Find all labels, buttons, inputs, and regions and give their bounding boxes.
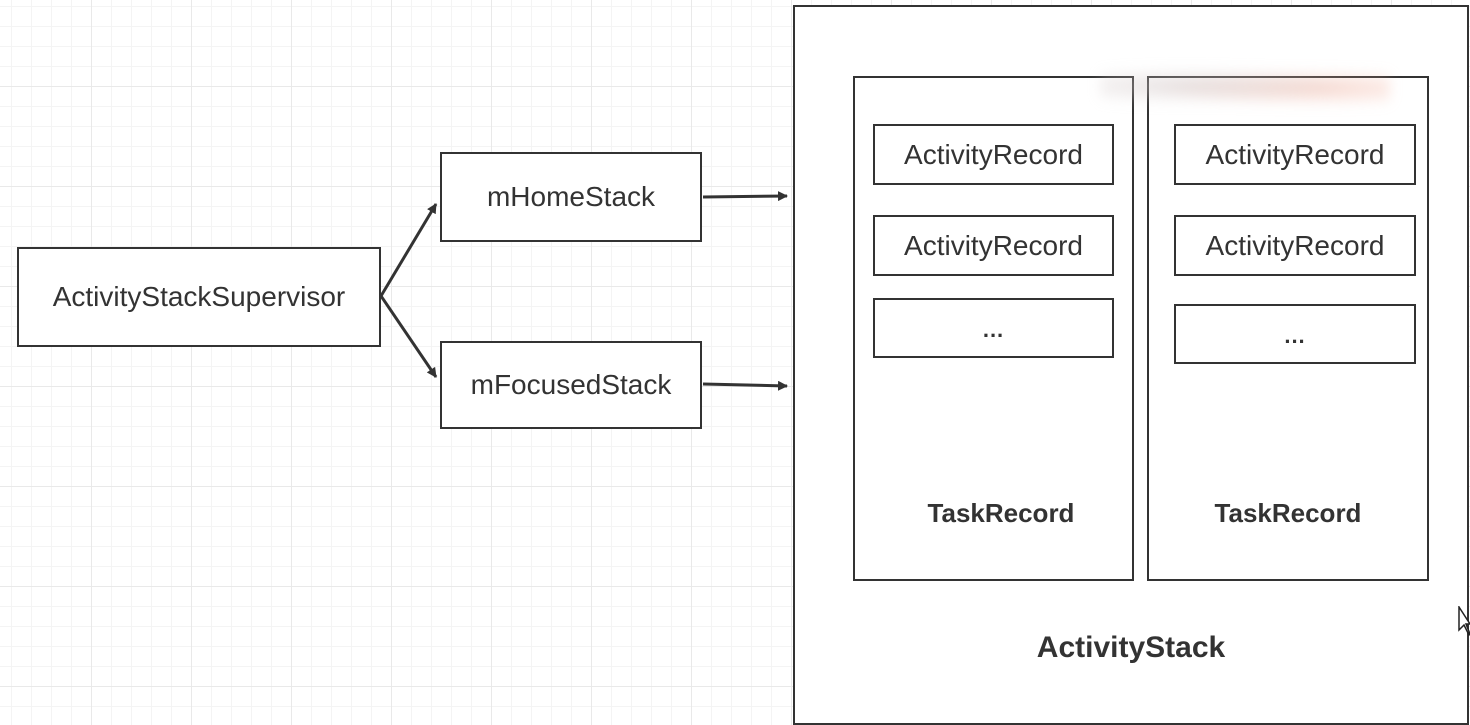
supervisor-label: ActivityStackSupervisor: [52, 281, 346, 312]
activity-stack-label: ActivityStack: [1036, 631, 1226, 664]
ellipsis-label: ...: [1284, 323, 1306, 348]
home-stack-node: mHomeStack: [440, 152, 702, 242]
focused-stack-label: mFocusedStack: [470, 369, 672, 400]
activity-record-1-1: ActivityRecord: [873, 124, 1114, 185]
activity-record-1-2: ActivityRecord: [873, 215, 1114, 276]
redaction-blur: [1100, 64, 1390, 108]
task-record-2-label: TaskRecord: [1214, 498, 1362, 528]
activity-record-2-more: ...: [1174, 304, 1416, 364]
activity-record-label: ActivityRecord: [904, 138, 1083, 170]
connector-layer: [379, 191, 788, 391]
activity-record-label: ActivityRecord: [904, 229, 1083, 261]
arrow-supervisor-to-home: [379, 203, 438, 297]
activity-record-2-2: ActivityRecord: [1174, 215, 1416, 276]
supervisor-node: ActivityStackSupervisor: [17, 247, 381, 347]
mouse-cursor-icon: [1458, 606, 1470, 637]
focused-stack-node: mFocusedStack: [440, 341, 702, 429]
activity-record-label: ActivityRecord: [1205, 229, 1385, 261]
ellipsis-label: ...: [982, 317, 1005, 342]
arrow-focused-to-activity-stack: [702, 380, 788, 391]
arrow-home-to-activity-stack: [702, 191, 788, 202]
activity-record-label: ActivityRecord: [1205, 138, 1385, 170]
task-record-1-label: TaskRecord: [927, 498, 1075, 528]
activity-record-2-1: ActivityRecord: [1174, 124, 1416, 185]
home-stack-label: mHomeStack: [486, 181, 656, 212]
arrow-supervisor-to-focused: [379, 295, 438, 378]
activity-record-1-more: ...: [873, 298, 1114, 358]
